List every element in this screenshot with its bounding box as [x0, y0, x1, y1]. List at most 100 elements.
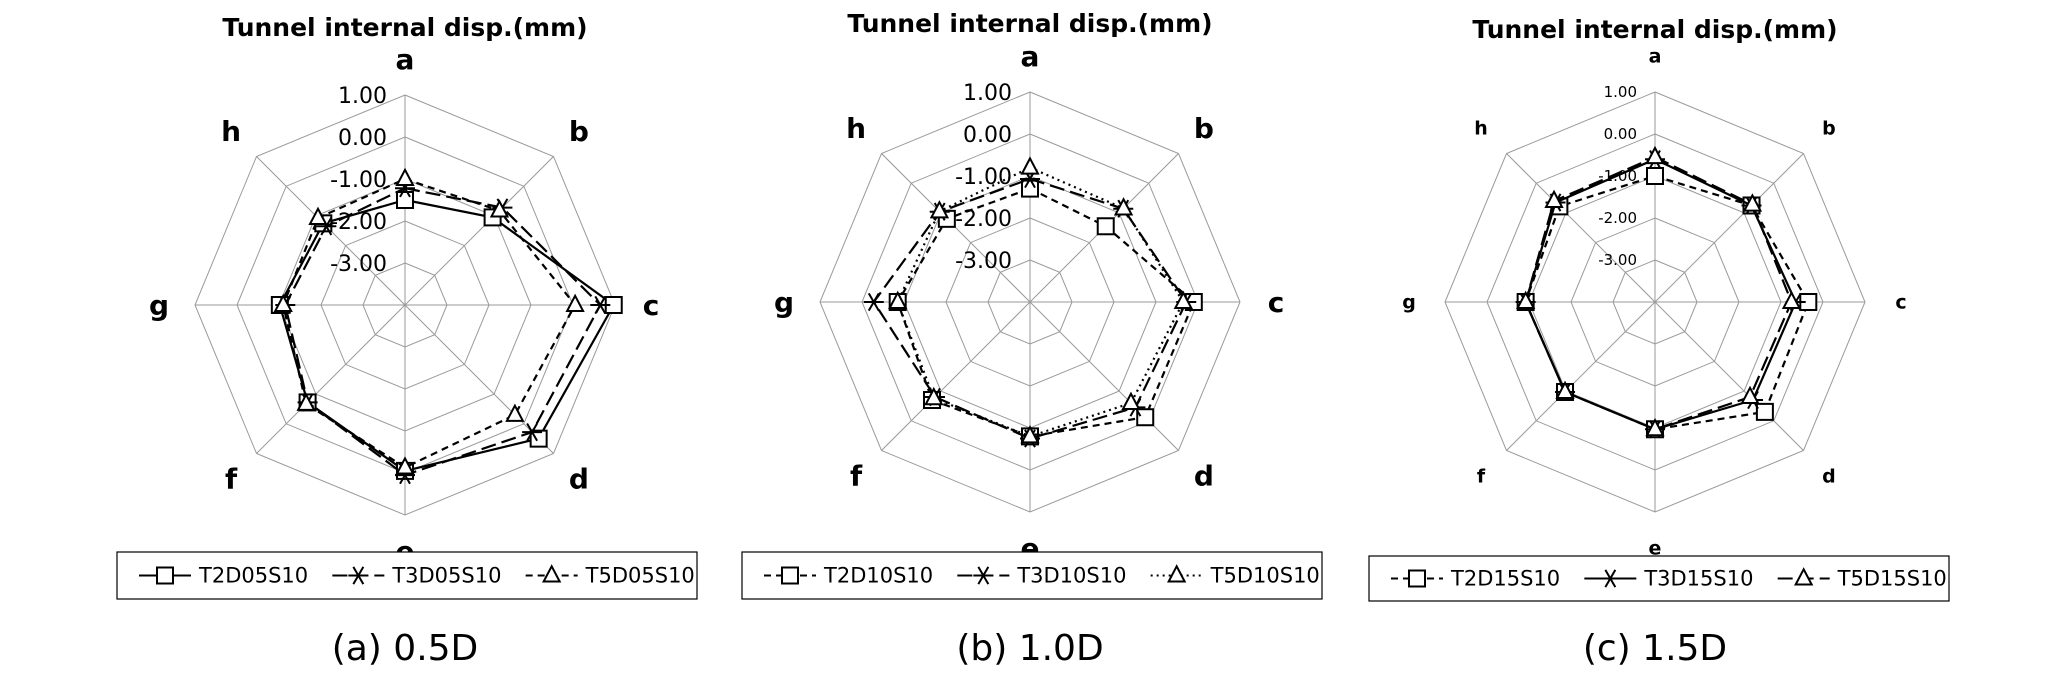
series-T5D15S10	[1515, 145, 1802, 437]
tick-label: -1.00	[330, 168, 387, 193]
axis-label-a: a	[396, 43, 415, 76]
data-point-g	[273, 293, 293, 312]
data-point-f	[296, 392, 316, 411]
data-point-e	[395, 456, 415, 475]
axis-label-g: g	[774, 286, 794, 319]
legend-box	[1368, 555, 1950, 602]
data-point-b	[1742, 193, 1763, 212]
legend-label: T3D10S10	[1016, 564, 1126, 588]
legend-entry-T2D05S10: T2D05S10	[139, 564, 308, 588]
legend-marker	[1408, 569, 1426, 588]
axis-label-a: a	[1649, 46, 1662, 68]
axis-label-f: f	[1477, 466, 1486, 488]
axis-label-d: d	[569, 463, 589, 496]
data-point-c	[1781, 290, 1802, 309]
tick-label: 1.00	[338, 84, 387, 109]
spoke-d	[1654, 301, 1804, 451]
axis-label-f: f	[225, 463, 238, 496]
legend-marker	[348, 566, 369, 585]
data-point-a	[1020, 156, 1040, 175]
axis-label-c: c	[643, 289, 660, 322]
legend-marker	[542, 564, 562, 583]
tick-label: -3.00	[330, 252, 387, 277]
legend-entry-T5D15S10: T5D15S10	[1777, 567, 1947, 591]
data-point-c	[1173, 290, 1193, 309]
legend-marker	[973, 566, 994, 585]
legend-label: T3D15S10	[1643, 567, 1753, 591]
data-point-d	[522, 422, 543, 442]
axis-label-f: f	[850, 460, 863, 493]
data-point-a	[396, 191, 414, 209]
legend-marker	[1600, 569, 1621, 588]
axis-label-b: b	[1194, 112, 1214, 145]
data-point-b	[489, 199, 510, 218]
axis-label-a: a	[1021, 40, 1040, 73]
data-point-b	[1096, 217, 1115, 236]
series-line	[1524, 174, 1810, 431]
tick-label: -2.00	[955, 207, 1012, 232]
data-point-c	[565, 293, 585, 312]
axis-label-h: h	[1474, 118, 1488, 140]
legend-box	[116, 551, 698, 600]
legend: T2D15S10 T3D15S10 T5D15S10	[1368, 555, 1950, 602]
legend-entry-T2D15S10: T2D15S10	[1391, 567, 1560, 591]
data-point-d	[1121, 391, 1141, 410]
chart-title: Tunnel internal disp.(mm)	[1472, 15, 1837, 44]
legend-marker	[1167, 564, 1187, 583]
series-line	[282, 177, 577, 469]
spoke-d	[404, 304, 554, 454]
data-point-a	[395, 167, 415, 186]
spoke-f	[1506, 301, 1656, 451]
legend-entry-T2D10S10: T2D10S10	[764, 564, 933, 588]
tick-label: 1.00	[963, 81, 1012, 106]
series-line	[1524, 155, 1793, 431]
data-point-h	[929, 200, 950, 219]
radar-chart-3: Tunnel internal disp.(mm)abcdefgh1.000.0…	[1368, 15, 1950, 669]
figure-caption: (b) 1.0D	[956, 628, 1103, 669]
data-point-h	[1544, 189, 1564, 209]
spoke-h	[1506, 153, 1656, 303]
tick-label: -2.00	[1598, 209, 1637, 227]
chart-title: Tunnel internal disp.(mm)	[847, 9, 1212, 38]
legend-entry-T3D05S10: T3D05S10	[332, 564, 501, 588]
series-line	[896, 187, 1196, 438]
legend-label: T2D10S10	[823, 564, 933, 588]
data-point-h	[308, 206, 328, 225]
data-point-e	[1020, 425, 1040, 444]
legend-label: T5D15S10	[1837, 567, 1947, 591]
spoke-b	[404, 156, 554, 306]
spoke-f	[881, 301, 1031, 451]
axis-label-d: d	[1822, 466, 1836, 488]
legend-entry-T3D10S10: T3D10S10	[957, 564, 1126, 588]
axis-label-d: d	[1194, 460, 1214, 493]
legend-box	[741, 551, 1323, 600]
legend-marker	[781, 566, 799, 585]
data-point-d	[1740, 385, 1760, 405]
radar-chart-1: Tunnel internal disp.(mm)abcdefgh1.000.0…	[116, 13, 698, 669]
spoke-b	[1654, 153, 1804, 303]
data-point-d	[1136, 408, 1155, 427]
chart-title: Tunnel internal disp.(mm)	[222, 13, 587, 42]
axis-label-h: h	[846, 112, 866, 145]
spoke-f	[256, 304, 406, 454]
axis-label-c: c	[1895, 292, 1906, 314]
tick-label: -1.00	[955, 165, 1012, 190]
axis-label-g: g	[1402, 292, 1416, 314]
tick-label: 0.00	[338, 126, 387, 151]
legend-label: T3D05S10	[391, 564, 501, 588]
axis-label-b: b	[569, 115, 589, 148]
data-point-a	[1645, 145, 1665, 165]
axis-label-b: b	[1822, 118, 1836, 140]
series-T5D10S10	[888, 156, 1193, 444]
tick-label: -3.00	[955, 249, 1012, 274]
tick-label: 1.00	[1604, 83, 1637, 101]
radar-chart-2: Tunnel internal disp.(mm)abcdefgh1.000.0…	[741, 9, 1323, 669]
data-point-f	[1555, 380, 1575, 399]
figure-caption: (c) 1.5D	[1583, 628, 1727, 669]
tick-label: -3.00	[1598, 251, 1637, 269]
data-point-a	[1646, 167, 1664, 185]
data-point-e	[1645, 417, 1665, 437]
